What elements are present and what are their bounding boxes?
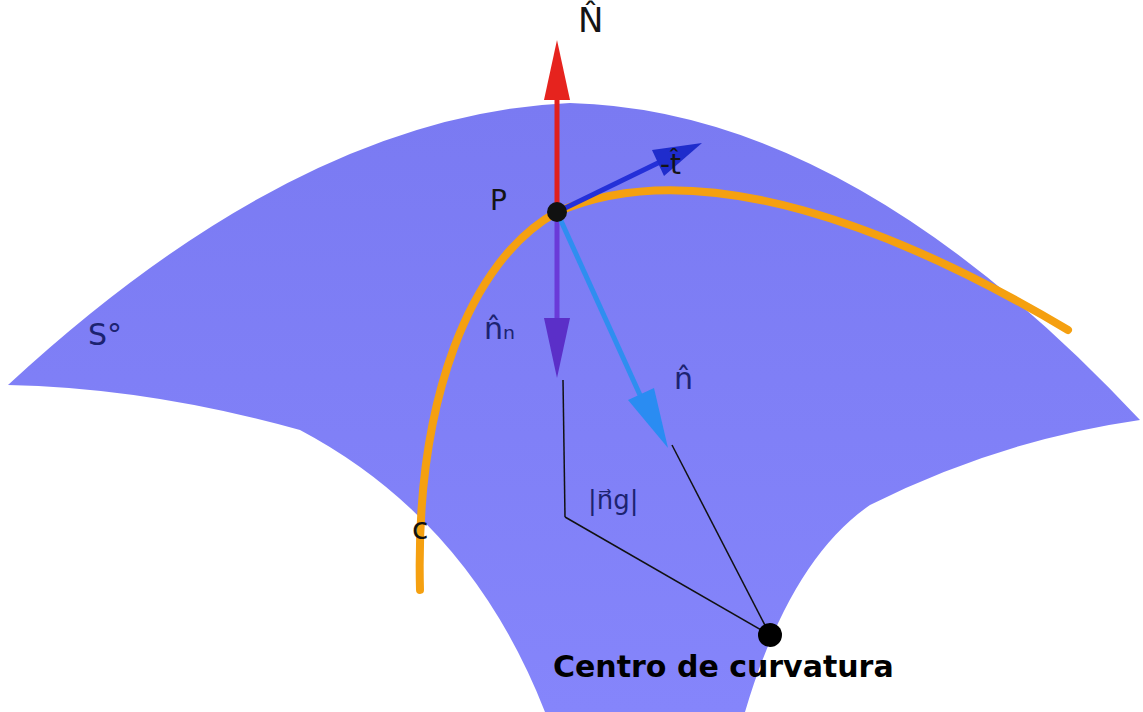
- point-label: P: [490, 186, 507, 217]
- surface: [8, 103, 1140, 712]
- surface-label: S°: [88, 318, 122, 351]
- geodesic-label: |n⃗g|: [588, 486, 639, 515]
- normal-section-label: n̂ₙ: [484, 312, 515, 345]
- leader-line: [563, 380, 565, 517]
- vector-n: [557, 212, 640, 395]
- center-label: Centro de curvatura: [553, 650, 894, 683]
- curve-label: c: [412, 512, 429, 545]
- curvature-center: [758, 623, 782, 647]
- leader-line: [672, 445, 770, 635]
- tangent-label: -t̂: [660, 150, 681, 181]
- arrowhead: [544, 40, 570, 100]
- arrowhead: [628, 388, 668, 448]
- vector-nn: [555, 212, 560, 320]
- point-P: [547, 202, 567, 222]
- curve-c: [420, 190, 1068, 590]
- normal-vector-N: [555, 85, 560, 212]
- normal-label: N̂: [578, 2, 603, 39]
- arrowhead: [544, 318, 570, 378]
- vector-t: [557, 162, 660, 212]
- principal-normal-label: n̂: [674, 362, 693, 395]
